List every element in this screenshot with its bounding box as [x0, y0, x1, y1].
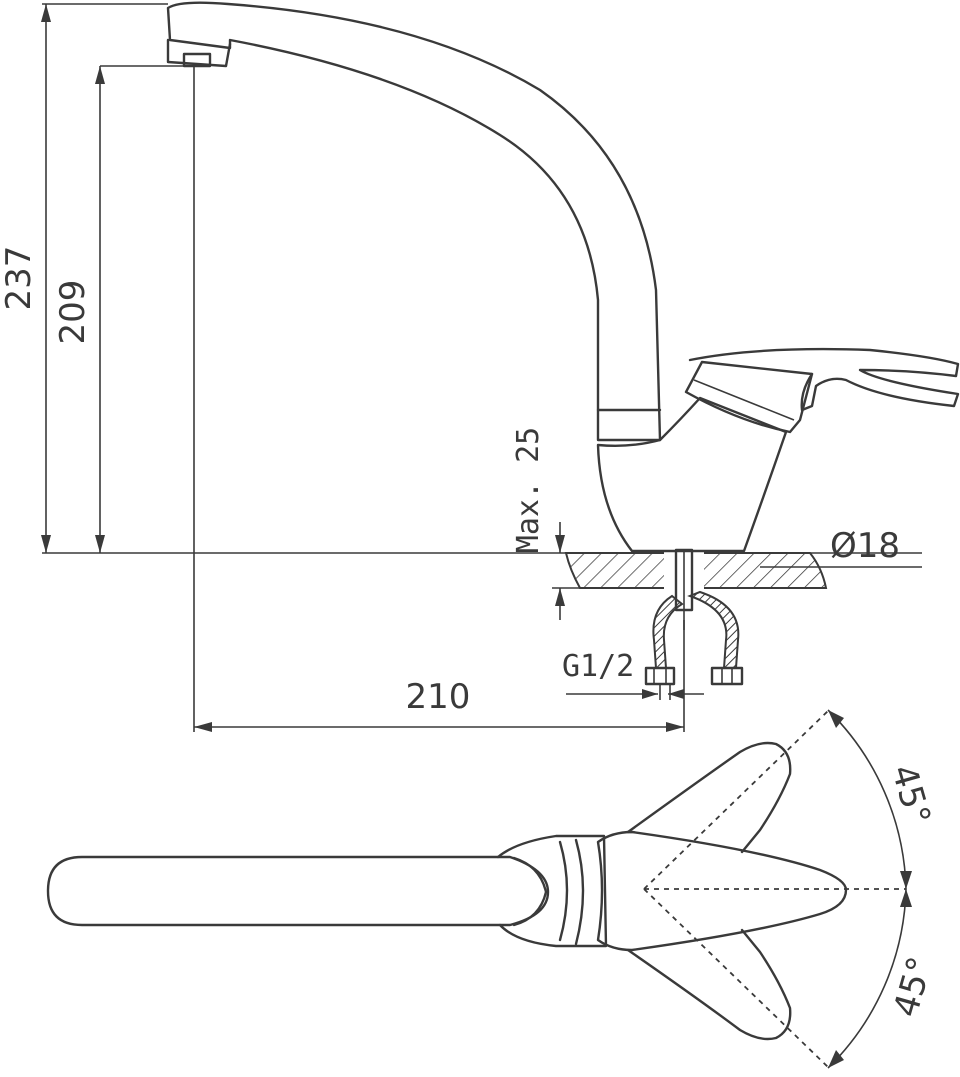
supply-hose-right: [687, 590, 740, 669]
faucet-body: [596, 396, 788, 553]
side-view: [42, 1, 960, 686]
aerator-tip: [182, 52, 212, 68]
dim-connector: G1/2: [562, 649, 634, 684]
hose-nut-right: [710, 666, 744, 686]
spout: [166, 1, 662, 442]
spout-top: [46, 855, 550, 927]
spout-base-ring: [496, 834, 608, 948]
lever-center: [596, 830, 848, 952]
dim-angle-right: 45°: [883, 760, 938, 829]
top-view: 45° 45°: [46, 708, 941, 1070]
dim-spout-height: 209: [53, 280, 93, 345]
dim-hole-diameter: Ø18: [830, 526, 900, 566]
aerator: [166, 38, 232, 68]
dim-overall-height: 237: [0, 246, 39, 311]
dim-max-thickness: Max. 25: [511, 427, 546, 553]
cartridge-cap: [684, 360, 814, 434]
hose-nut-left: [644, 666, 676, 686]
lever-down: [626, 928, 792, 1041]
lever-up: [626, 741, 792, 854]
dimensions: 237 209 210 Max. 25 Ø18 G1/2: [0, 3, 900, 732]
dim-angle-left: 45°: [886, 952, 941, 1021]
dim-reach: 210: [406, 677, 471, 717]
supply-hose-left: [652, 594, 684, 669]
side-lever: [688, 347, 960, 412]
